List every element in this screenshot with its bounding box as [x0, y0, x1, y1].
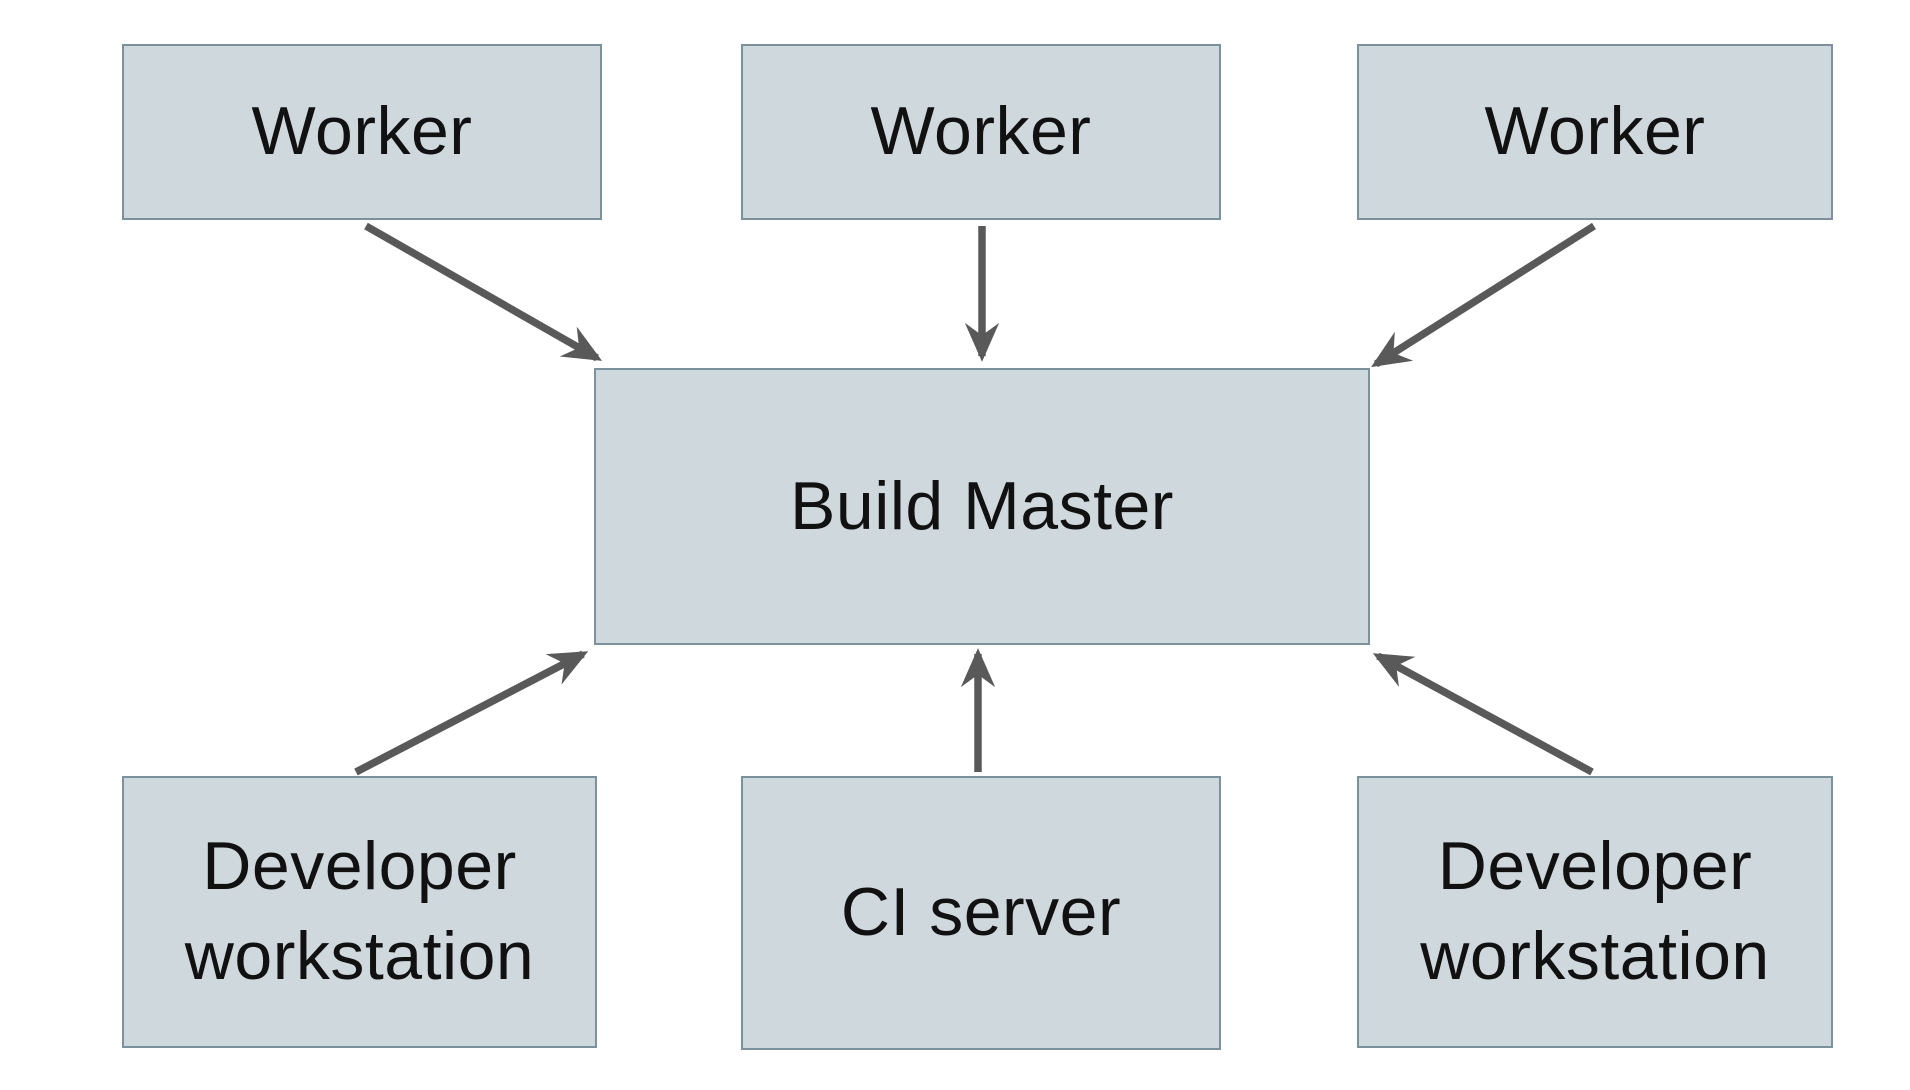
arrow-worker-1-to-build-master — [364, 222, 603, 362]
node-worker-3-label: Worker — [1484, 93, 1706, 170]
node-developer-workstation-right-label: Developer workstation — [1420, 828, 1770, 994]
arrow-developer-workstation-left-to-build-master — [354, 650, 589, 776]
node-worker-1-label: Worker — [251, 93, 473, 170]
node-developer-workstation-right: Developer workstation — [1357, 776, 1833, 1048]
node-worker-2: Worker — [741, 44, 1221, 220]
node-developer-workstation-left: Developer workstation — [122, 776, 597, 1048]
node-ci-server: CI server — [741, 776, 1221, 1050]
node-worker-3: Worker — [1357, 44, 1833, 220]
node-worker-2-label: Worker — [870, 93, 1092, 170]
node-build-master-label: Build Master — [790, 467, 1174, 544]
arrow-developer-workstation-right-to-build-master — [1372, 652, 1594, 776]
node-ci-server-label: CI server — [840, 874, 1122, 951]
node-worker-1: Worker — [122, 44, 602, 220]
node-developer-workstation-left-label: Developer workstation — [184, 828, 535, 994]
arrow-worker-3-to-build-master — [1371, 222, 1597, 368]
node-build-master: Build Master — [594, 368, 1370, 645]
